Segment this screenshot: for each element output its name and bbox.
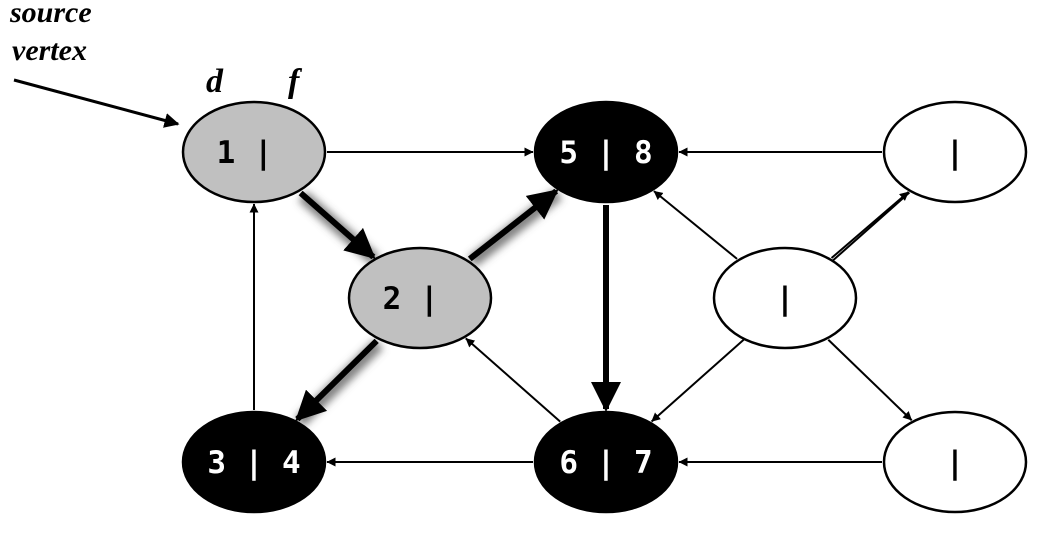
- node-n7-label: |: [757, 281, 813, 317]
- node-n4-shape: [533, 100, 679, 204]
- graph-node: 1 |: [181, 100, 327, 204]
- tree-edge-n2-n3-shadow: [294, 339, 384, 427]
- edge-n7-n6: [830, 191, 910, 259]
- node-n4-label: 5 | 8: [559, 135, 652, 171]
- edge-n5-n2: [465, 337, 561, 423]
- node-n3-label: 3 | 4: [207, 445, 300, 481]
- graph-node: |: [712, 246, 858, 350]
- tree-edge-n2-n3: [295, 338, 379, 422]
- node-n1-shape: [181, 100, 327, 204]
- node-n5-shape: [533, 410, 679, 514]
- graph-node: 6 | 7: [533, 410, 679, 514]
- node-n5-label: 6 | 7: [559, 445, 652, 481]
- source-caption-line2: vertex: [12, 34, 87, 67]
- edge-n7-n8: [827, 339, 913, 421]
- graph-node: 2 |: [347, 246, 493, 350]
- node-n6-label: |: [927, 135, 983, 171]
- node-n2-label: 2 |: [383, 281, 458, 317]
- nodes-layer: 1 | 2 | 3 | 4 5 | 8 6 | 7 | | |: [181, 100, 1028, 514]
- node-n6-shape: [882, 100, 1028, 204]
- node-n1-label: 1 |: [217, 135, 292, 171]
- tree-edge-n1-n2: [298, 190, 376, 260]
- graph-node: 5 | 8: [533, 100, 679, 204]
- source-caption-line1: source: [9, 0, 92, 29]
- finish-time-label: f: [288, 63, 303, 100]
- discovery-time-label: d: [206, 63, 224, 100]
- node-n8-shape: [882, 410, 1028, 514]
- node-n2-shape: [347, 246, 493, 350]
- graph-node: |: [882, 410, 1028, 514]
- node-n8-label: |: [927, 445, 983, 481]
- edge-n7-n4: [653, 190, 738, 260]
- graph-node: |: [882, 100, 1028, 204]
- tree-edge-n2-n4: [467, 188, 559, 262]
- source-pointer-arrow: [13, 78, 180, 128]
- graph-node: 3 | 4: [181, 410, 327, 514]
- node-n7-shape: [712, 246, 858, 350]
- node-n3-shape: [181, 410, 327, 514]
- tree-edge-n2-n4-shadow: [467, 188, 563, 268]
